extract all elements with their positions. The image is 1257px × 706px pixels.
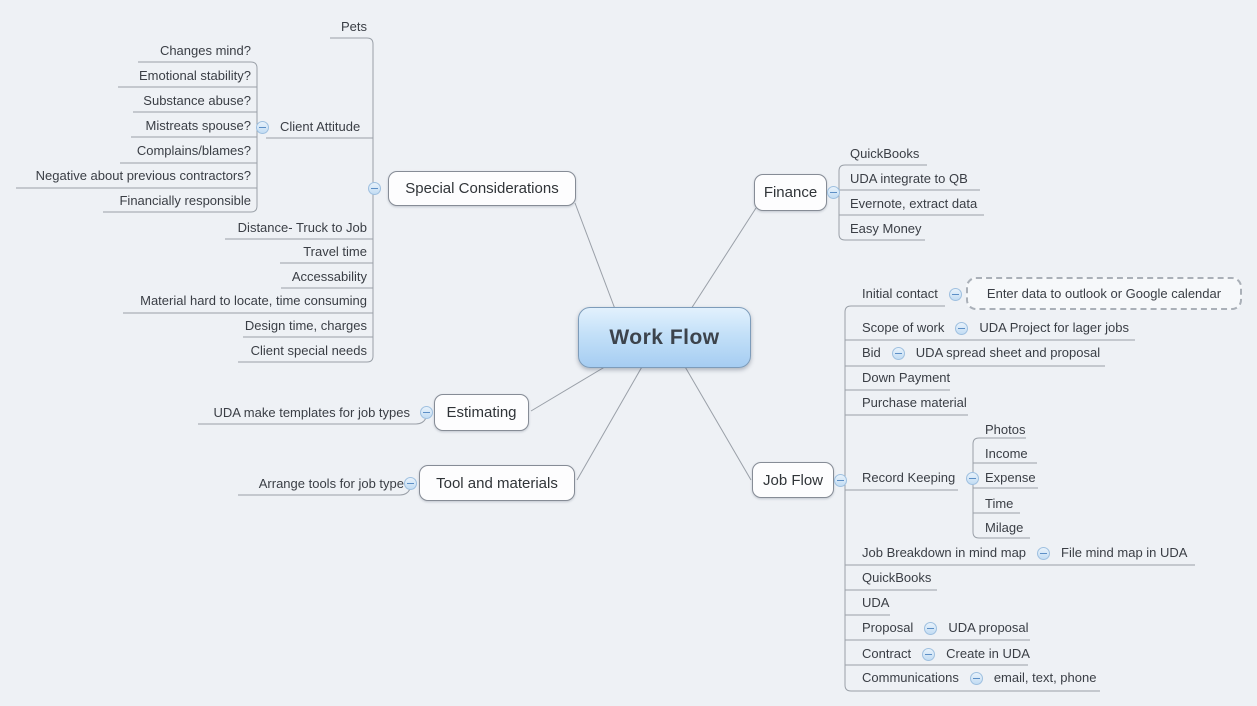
collapse-icon[interactable]	[834, 474, 847, 487]
topic-income[interactable]: Income	[985, 446, 1028, 461]
topic-emotional-stability[interactable]: Emotional stability?	[139, 68, 251, 83]
topic-estimating[interactable]: Estimating	[434, 394, 529, 431]
topic-scope-of-work-row: Scope of work UDA Project for lager jobs	[862, 318, 1129, 338]
topic-uda-proposal[interactable]: UDA proposal	[948, 620, 1029, 635]
topic-tool-and-materials[interactable]: Tool and materials	[419, 465, 575, 501]
topic-job-breakdown-row: Job Breakdown in mind map File mind map …	[862, 543, 1187, 563]
topic-job-flow[interactable]: Job Flow	[752, 462, 834, 498]
topic-complains-blames[interactable]: Complains/blames?	[136, 143, 251, 158]
topic-uda-templates[interactable]: UDA make templates for job types	[213, 405, 410, 420]
topic-record-keeping[interactable]: Record Keeping	[862, 470, 956, 485]
topic-create-in-uda[interactable]: Create in UDA	[946, 646, 1030, 661]
topic-email-text-phone[interactable]: email, text, phone	[993, 670, 1097, 685]
collapse-icon[interactable]	[948, 287, 962, 301]
collapse-icon[interactable]	[1037, 546, 1051, 560]
topic-pets[interactable]: Pets	[340, 19, 367, 34]
topic-record-keeping-row: Record Keeping	[862, 468, 980, 488]
collapse-icon[interactable]	[891, 346, 905, 360]
collapse-icon[interactable]	[256, 120, 269, 134]
topic-initial-contact-row: Initial contact	[862, 284, 962, 304]
topic-changes-mind[interactable]: Changes mind?	[159, 43, 251, 58]
topic-down-payment[interactable]: Down Payment	[862, 370, 951, 385]
topic-communications-row: Communications email, text, phone	[862, 668, 1096, 688]
topic-contract-row: Contract Create in UDA	[862, 644, 1030, 664]
topic-easy-money[interactable]: Easy Money	[850, 221, 922, 236]
collapse-icon[interactable]	[966, 471, 980, 485]
topic-client-attitude-row: Client Attitude	[256, 117, 360, 137]
topic-uda-project[interactable]: UDA Project for lager jobs	[979, 320, 1129, 335]
collapse-icon[interactable]	[368, 182, 381, 195]
topic-time[interactable]: Time	[985, 496, 1014, 511]
topic-travel-time[interactable]: Travel time	[303, 244, 367, 259]
collapse-icon[interactable]	[924, 621, 938, 635]
topic-milage[interactable]: Milage	[985, 520, 1024, 535]
topic-scope-of-work[interactable]: Scope of work	[862, 320, 945, 335]
topic-purchase-material[interactable]: Purchase material	[862, 395, 967, 410]
collapse-icon[interactable]	[827, 186, 840, 199]
topic-client-attitude[interactable]: Client Attitude	[280, 119, 361, 134]
topic-finance-quickbooks[interactable]: QuickBooks	[850, 146, 920, 161]
topic-evernote-extract[interactable]: Evernote, extract data	[850, 196, 978, 211]
topic-finance[interactable]: Finance	[754, 174, 827, 211]
topic-communications[interactable]: Communications	[862, 670, 959, 685]
topic-distance-truck[interactable]: Distance- Truck to Job	[237, 220, 367, 235]
topic-client-special-needs[interactable]: Client special needs	[250, 343, 367, 358]
topic-jobflow-uda[interactable]: UDA	[862, 595, 890, 610]
topic-initial-contact[interactable]: Initial contact	[862, 286, 938, 301]
collapse-icon[interactable]	[404, 477, 417, 490]
topic-photos[interactable]: Photos	[985, 422, 1026, 437]
topic-uda-spreadsheet[interactable]: UDA spread sheet and proposal	[915, 345, 1101, 360]
topic-proposal-row: Proposal UDA proposal	[862, 618, 1029, 638]
topic-bid[interactable]: Bid	[862, 345, 881, 360]
topic-bid-row: Bid UDA spread sheet and proposal	[862, 343, 1100, 363]
collapse-icon[interactable]	[955, 321, 969, 335]
topic-proposal[interactable]: Proposal	[862, 620, 914, 635]
topic-design-time-charges[interactable]: Design time, charges	[244, 318, 367, 333]
topic-material-hard-to-locate[interactable]: Material hard to locate, time consuming	[140, 293, 367, 308]
topic-arrange-tools[interactable]: Arrange tools for job type	[258, 476, 404, 491]
central-topic[interactable]: Work Flow	[578, 307, 751, 368]
topic-accessability[interactable]: Accessability	[291, 269, 367, 284]
topic-financially-responsible[interactable]: Financially responsible	[119, 193, 251, 208]
topic-expense[interactable]: Expense	[985, 470, 1036, 485]
topic-substance-abuse[interactable]: Substance abuse?	[143, 93, 251, 108]
topic-contract[interactable]: Contract	[862, 646, 912, 661]
topic-file-mindmap-uda[interactable]: File mind map in UDA	[1061, 545, 1188, 560]
topic-mistreats-spouse[interactable]: Mistreats spouse?	[145, 118, 252, 133]
topic-job-breakdown[interactable]: Job Breakdown in mind map	[862, 545, 1027, 560]
topic-special-considerations[interactable]: Special Considerations	[388, 171, 576, 206]
callout-enter-data[interactable]: Enter data to outlook or Google calendar	[966, 277, 1242, 310]
topic-negative-about-contractors[interactable]: Negative about previous contractors?	[35, 168, 251, 183]
topic-uda-integrate-qb[interactable]: UDA integrate to QB	[850, 171, 968, 186]
topic-jobflow-quickbooks[interactable]: QuickBooks	[862, 570, 932, 585]
collapse-icon[interactable]	[922, 647, 936, 661]
collapse-icon[interactable]	[420, 406, 433, 419]
collapse-icon[interactable]	[969, 671, 983, 685]
